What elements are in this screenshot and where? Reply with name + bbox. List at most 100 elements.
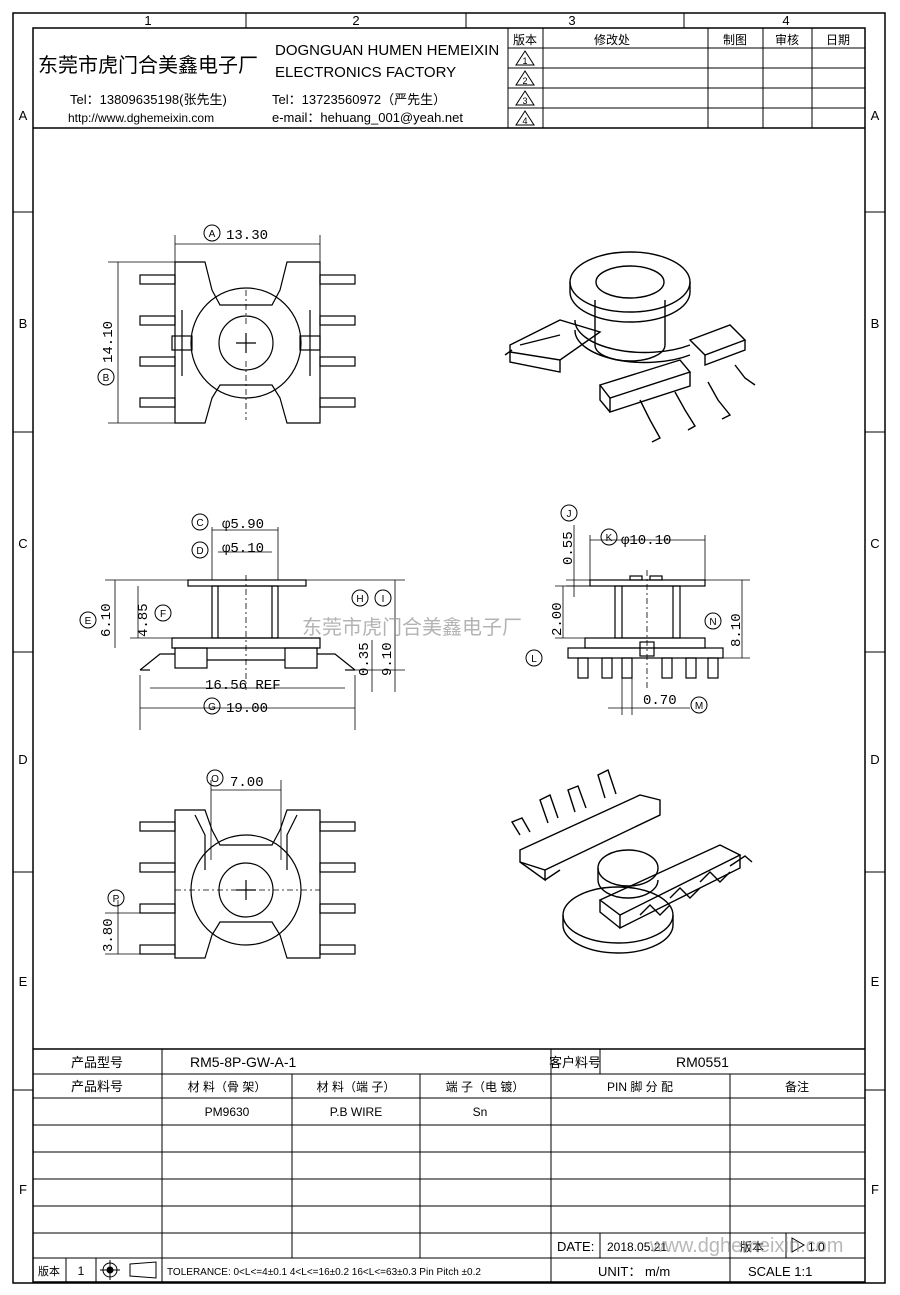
dim-e-letter: E: [85, 616, 92, 627]
contact-tel-1: Tel：13809635198(张先生): [70, 92, 227, 107]
watermark: 东莞市虎门合美鑫电子厂: [302, 616, 522, 639]
col-pin-assignment: PIN 脚 分 配: [607, 1079, 673, 1094]
dim-c-value: φ5.90: [222, 517, 264, 533]
label-date: DATE:: [557, 1239, 594, 1254]
dim-k-letter: K: [606, 533, 613, 544]
dim-p-letter: P: [113, 894, 120, 905]
row-label-d-right: D: [870, 752, 879, 767]
dim-h: H 0.35: [351, 589, 373, 676]
rev-triangles: [515, 50, 535, 126]
rev-row-2: 2: [522, 76, 527, 86]
value-material-pin: P.B WIRE: [330, 1105, 382, 1119]
company-website: http://www.dghemeixin.com: [68, 111, 214, 125]
dim-n: N 8.10: [704, 612, 745, 647]
col-material-frame: 材 料（骨 架）: [188, 1080, 267, 1094]
row-label-c-right: C: [870, 536, 879, 551]
row-label-a-left: A: [19, 108, 28, 123]
dim-i: I 9.10: [374, 589, 396, 676]
row-label-e-left: E: [19, 974, 28, 989]
col-label-4: 4: [782, 13, 789, 28]
value-material-frame: PM9630: [205, 1105, 250, 1119]
row-markers: [13, 211, 885, 1091]
dim-ref-value: 16.56 REF: [205, 678, 281, 694]
dim-d-letter: D: [196, 546, 203, 557]
dim-p: P 3.80: [101, 889, 125, 952]
value-plating: Sn: [473, 1105, 488, 1119]
rev-row-4: 4: [522, 116, 527, 126]
top-view: [108, 235, 356, 424]
isometric-view-top: [504, 251, 756, 443]
dim-p-value: 3.80: [101, 918, 117, 952]
title-block-grid: [33, 1048, 865, 1282]
dim-b-value: 14.10: [101, 321, 117, 363]
dim-f-letter: F: [160, 609, 166, 620]
rev-triangle-2: [515, 70, 535, 86]
contact-tel-2: Tel：13723560972（严先生）: [272, 92, 446, 107]
row-label-a-right: A: [871, 108, 880, 123]
value-product-model: RM5-8P-GW-A-1: [190, 1054, 297, 1070]
rev-header-check: 审核: [775, 32, 799, 47]
dim-o: O 7.00: [206, 769, 264, 791]
rev-row-3: 3: [522, 96, 527, 106]
col-plating: 端 子（电 镀）: [446, 1080, 525, 1094]
row-label-c-left: C: [18, 536, 27, 551]
dim-f: F 4.85: [136, 603, 172, 637]
col-label-3: 3: [568, 13, 575, 28]
scale-text: SCALE 1:1: [748, 1264, 812, 1279]
rev-header-date: 日期: [826, 33, 850, 47]
tolerance-text: TOLERANCE: 0<L<=4±0.1 4<L<=16±0.2 16<L<=…: [167, 1267, 481, 1278]
dim-k: K φ10.10: [600, 528, 671, 549]
projection-symbol-icon: [100, 1260, 157, 1280]
dim-h-letter: H: [356, 594, 363, 605]
dim-a-letter: A: [209, 229, 216, 240]
version-triangle-icon: [791, 1237, 805, 1253]
contact-email: e-mail：hehuang_001@yeah.net: [272, 110, 463, 125]
front-view: [105, 527, 405, 730]
unit-text: UNIT： m/m: [598, 1264, 670, 1279]
label-version-no: 版本: [38, 1264, 60, 1278]
row-label-d-left: D: [18, 752, 27, 767]
rev-header-drawn: 制图: [723, 33, 747, 47]
dim-m: M 0.70: [643, 693, 708, 714]
col-remark: 备注: [785, 1079, 809, 1094]
rev-row-1: 1: [522, 56, 527, 66]
rev-triangle-4: [515, 110, 535, 126]
dim-h-value: 0.35: [357, 642, 373, 676]
dim-i-value: 9.10: [380, 642, 396, 676]
dim-d: D φ5.10: [191, 541, 264, 559]
dim-c: C φ5.90: [191, 513, 264, 533]
dim-j: J 0.55: [560, 504, 578, 565]
col-label-2: 2: [352, 13, 359, 28]
dim-l-letter: L: [531, 654, 537, 665]
dim-c-letter: C: [196, 518, 203, 529]
dim-m-value: 0.70: [643, 693, 677, 709]
rev-triangle-3: [515, 90, 535, 106]
isometric-view-bottom: [510, 769, 753, 954]
dim-a: A 13.30: [203, 224, 268, 244]
dim-g-letter: G: [208, 702, 216, 713]
dim-b: B 14.10: [97, 321, 117, 386]
dim-o-letter: O: [211, 774, 219, 785]
row-label-b-left: B: [19, 316, 28, 331]
side-view: [555, 525, 750, 715]
inner-frame: [32, 27, 866, 1283]
rev-triangle-1: [515, 50, 535, 66]
dim-f-value: 4.85: [136, 603, 152, 637]
label-product-model: 产品型号: [71, 1055, 123, 1070]
dim-n-value: 8.10: [729, 613, 745, 647]
rev-header-version: 版本: [513, 33, 537, 47]
label-customer-no: 客户料号: [549, 1055, 601, 1070]
bottom-view: [105, 780, 356, 959]
outer-frame: [12, 12, 886, 1284]
company-name-en-1: DOGNGUAN HUMEN HEMEIXIN: [275, 42, 499, 59]
col-label-1: 1: [144, 13, 151, 28]
dim-e: E 6.10: [79, 603, 115, 637]
dim-g-value: 19.00: [226, 701, 268, 717]
dim-l: L 2.00: [525, 602, 566, 667]
dim-m-letter: M: [695, 701, 703, 712]
dim-d-value: φ5.10: [222, 541, 264, 557]
row-label-e-right: E: [871, 974, 880, 989]
col-material-pin: 材 料（端 子）: [317, 1080, 396, 1094]
footer-watermark: www.dghemeixin.com: [649, 1235, 843, 1257]
dim-a-value: 13.30: [226, 228, 268, 244]
